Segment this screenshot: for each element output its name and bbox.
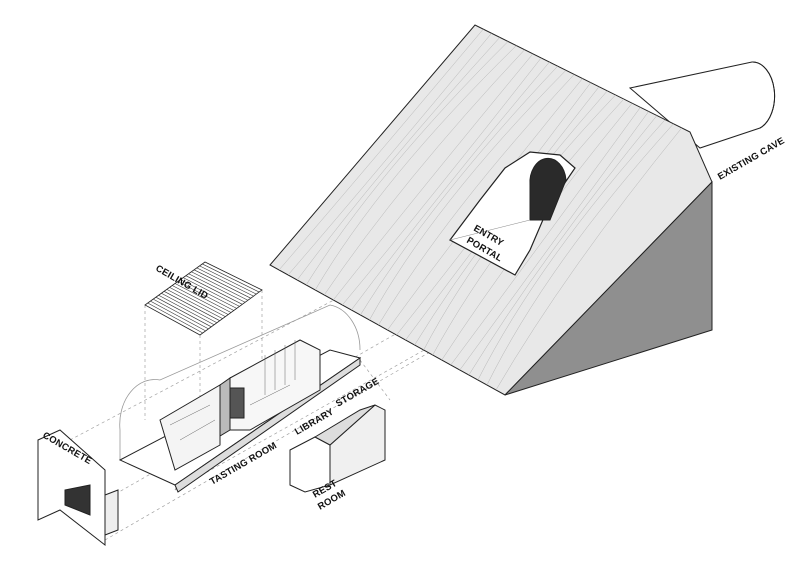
label-storage: STORAGE: [334, 376, 381, 410]
contour-line: [378, 74, 575, 326]
room-plinth: [118, 339, 362, 493]
rest-room-block: [289, 404, 386, 493]
hatch-line: [196, 267, 254, 297]
hatch-line: [150, 300, 206, 332]
hatch-line: [169, 287, 226, 317]
contour-line: [351, 61, 550, 311]
hatch-line: [180, 279, 237, 309]
contour-line: [342, 57, 542, 306]
contour-line: [360, 65, 558, 316]
hatch-line: [177, 281, 234, 311]
contour-line: [450, 107, 641, 366]
concrete-block: [37, 429, 119, 547]
contour-line: [486, 123, 674, 386]
contour-line: [333, 53, 534, 301]
hatch-line: [166, 289, 223, 319]
contour-line: [468, 115, 658, 376]
hatch-line: [191, 271, 249, 301]
contour-line: [305, 41, 509, 286]
contour-line: [287, 33, 492, 276]
hatch-line: [183, 277, 240, 307]
hatch-line: [202, 263, 260, 293]
contour-line: [296, 37, 500, 281]
cave-opening: [529, 157, 567, 221]
hatch-line: [147, 302, 203, 334]
hatch-line: [199, 265, 257, 295]
contour-line: [369, 70, 567, 321]
contour-line: [324, 49, 525, 296]
contour-line: [477, 119, 666, 381]
hatch-line: [185, 275, 243, 305]
hatch-line: [193, 269, 251, 299]
label-existing-cave: EXISTING CAVE: [716, 135, 787, 182]
contour-line: [278, 28, 484, 271]
hatch-line: [188, 273, 246, 303]
hatch-line: [174, 283, 232, 313]
contour-line: [314, 45, 517, 291]
contour-line: [495, 127, 682, 391]
hatch-line: [153, 298, 209, 330]
hatch-line: [161, 293, 218, 323]
hatch-line: [172, 285, 229, 315]
hillside: [269, 24, 713, 396]
contour-line: [459, 111, 649, 371]
existing-cave-tube: [628, 61, 776, 149]
hatch-line: [155, 296, 212, 328]
hill-side-face: [504, 180, 713, 396]
ceiling-lid: [144, 261, 263, 336]
hatch-line: [158, 294, 215, 326]
hatch-line: [163, 291, 220, 321]
